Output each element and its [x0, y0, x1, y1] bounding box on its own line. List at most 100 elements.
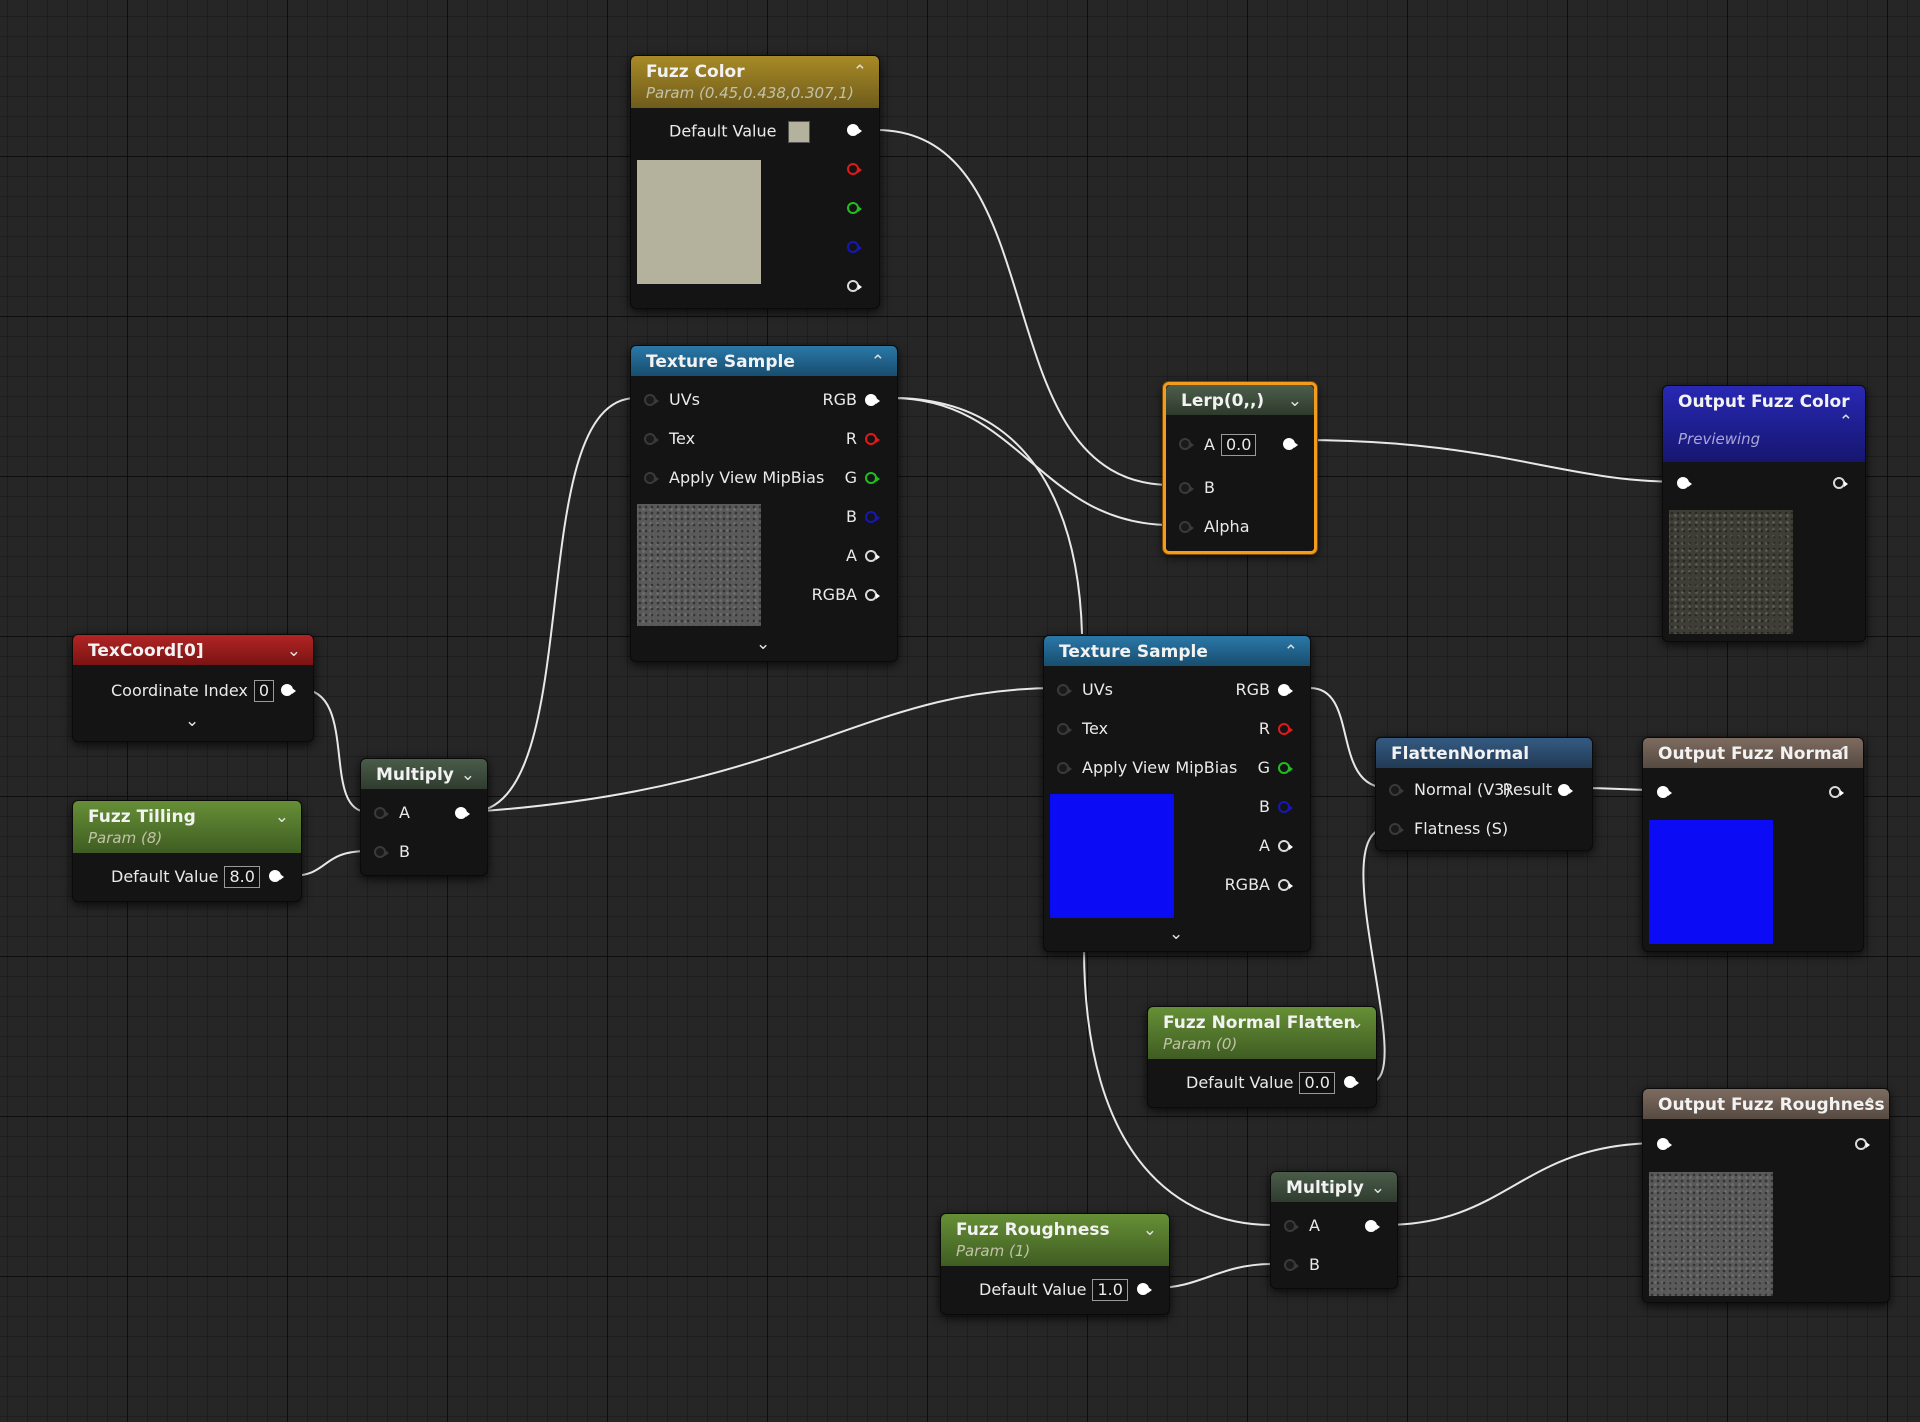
- collapse-chevron-icon[interactable]: ⌃: [852, 62, 867, 82]
- input-pin-mipbias[interactable]: [1057, 762, 1072, 774]
- node-header[interactable]: Output Fuzz Roughness ⌃: [1643, 1089, 1889, 1119]
- output-pin-rgba[interactable]: [1278, 879, 1293, 891]
- node-header[interactable]: Output Fuzz Color Previewing ⌃: [1663, 386, 1865, 462]
- texture-sample-node-1[interactable]: Texture Sample ⌃ UVs Tex Apply View MipB…: [630, 345, 898, 662]
- output-pin-a[interactable]: [865, 550, 880, 562]
- multiply-node-2[interactable]: Multiply ⌄ A B: [1270, 1171, 1398, 1289]
- fuzz-roughness-node[interactable]: Fuzz Roughness Param (1) ⌄ Default Value…: [940, 1213, 1170, 1315]
- input-pin-tex[interactable]: [644, 433, 659, 445]
- output-pin[interactable]: [1137, 1283, 1152, 1295]
- default-value-field[interactable]: 1.0: [1092, 1279, 1128, 1301]
- collapse-chevron-icon[interactable]: ⌄: [460, 765, 475, 785]
- output-fuzz-roughness-node[interactable]: Output Fuzz Roughness ⌃: [1642, 1088, 1890, 1303]
- collapse-chevron-icon[interactable]: ⌃: [870, 352, 885, 372]
- output-pin[interactable]: [281, 684, 296, 696]
- collapse-chevron-icon[interactable]: ⌃: [1836, 744, 1851, 764]
- collapse-chevron-icon[interactable]: ⌃: [1283, 642, 1298, 662]
- output-pin-rgb[interactable]: [865, 394, 880, 406]
- expand-chevron-icon[interactable]: ⌄: [1169, 924, 1184, 944]
- output-pin-b[interactable]: [1278, 801, 1293, 813]
- texture-sample-node-2[interactable]: Texture Sample ⌃ UVs Tex Apply View MipB…: [1043, 635, 1311, 952]
- node-header[interactable]: TexCoord[0] ⌄: [73, 635, 313, 665]
- output-pin[interactable]: [1283, 438, 1298, 450]
- input-label: Flatness (S): [1414, 819, 1509, 838]
- output-fuzz-color-node[interactable]: Output Fuzz Color Previewing ⌃: [1662, 385, 1866, 642]
- input-pin-a[interactable]: [374, 807, 389, 819]
- node-header[interactable]: Multiply ⌄: [361, 759, 487, 789]
- node-header[interactable]: Fuzz Tilling Param (8) ⌄: [73, 801, 301, 853]
- input-pin-alpha[interactable]: [1179, 521, 1194, 533]
- output-pin[interactable]: [1365, 1220, 1380, 1232]
- collapse-chevron-icon[interactable]: ⌃: [1862, 1095, 1877, 1115]
- collapse-chevron-icon[interactable]: ⌄: [286, 641, 301, 661]
- output-pin-r[interactable]: [847, 163, 862, 175]
- a-value-field[interactable]: 0.0: [1220, 434, 1257, 456]
- input-pin-tex[interactable]: [1057, 723, 1072, 735]
- output-pin[interactable]: [269, 870, 284, 882]
- node-header[interactable]: Fuzz Roughness Param (1) ⌄: [941, 1214, 1169, 1266]
- output-pin-r[interactable]: [865, 433, 880, 445]
- collapse-chevron-icon[interactable]: ⌄: [1287, 391, 1302, 411]
- collapse-chevron-icon[interactable]: ⌄: [274, 807, 289, 827]
- node-header[interactable]: Texture Sample ⌃: [1044, 636, 1310, 666]
- output-pin-rgb[interactable]: [1278, 684, 1293, 696]
- output-pin-b[interactable]: [865, 511, 880, 523]
- input-pin[interactable]: [1657, 1138, 1672, 1150]
- fuzz-normal-flatten-node[interactable]: Fuzz Normal Flatten Param (0) ⌄ Default …: [1147, 1006, 1377, 1108]
- node-header[interactable]: Fuzz Normal Flatten Param (0) ⌄: [1148, 1007, 1376, 1059]
- node-header[interactable]: Fuzz Color Param (0.45,0.438,0.307,1) ⌃: [631, 56, 879, 108]
- collapse-chevron-icon[interactable]: ⌄: [1142, 1220, 1157, 1240]
- expand-chevron-icon[interactable]: ⌄: [185, 711, 200, 731]
- output-pin-rgba[interactable]: [865, 589, 880, 601]
- input-pin[interactable]: [1677, 477, 1692, 489]
- output-pin[interactable]: [1833, 477, 1848, 489]
- output-pin-r[interactable]: [1278, 723, 1293, 735]
- output-pin-g[interactable]: [847, 202, 862, 214]
- output-pin-rgba[interactable]: [847, 124, 862, 136]
- coordinate-index-label: Coordinate Index: [111, 681, 248, 700]
- default-value-field[interactable]: 0.0: [1299, 1072, 1335, 1094]
- texcoord-node[interactable]: TexCoord[0] ⌄ Coordinate Index 0 ⌄: [72, 634, 314, 742]
- node-header[interactable]: Texture Sample ⌃: [631, 346, 897, 376]
- input-pin-b[interactable]: [1179, 482, 1194, 494]
- output-pin-g[interactable]: [865, 472, 880, 484]
- node-header[interactable]: Lerp(0,,) ⌄: [1166, 385, 1314, 415]
- input-pin-flatness[interactable]: [1389, 823, 1404, 835]
- output-pin-g[interactable]: [1278, 762, 1293, 774]
- output-pin-result[interactable]: [1558, 784, 1573, 796]
- input-pin-a[interactable]: [1179, 438, 1194, 450]
- output-pin-b[interactable]: [847, 241, 862, 253]
- output-pin[interactable]: [1855, 1138, 1870, 1150]
- coordinate-index-value[interactable]: 0: [253, 680, 275, 702]
- input-pin-mipbias[interactable]: [644, 472, 659, 484]
- output-label: A: [1259, 836, 1270, 855]
- output-pin[interactable]: [1344, 1076, 1359, 1088]
- input-pin-a[interactable]: [1284, 1220, 1299, 1232]
- collapse-chevron-icon[interactable]: ⌃: [1838, 412, 1853, 432]
- fuzz-color-node[interactable]: Fuzz Color Param (0.45,0.438,0.307,1) ⌃ …: [630, 55, 880, 309]
- multiply-node-1[interactable]: Multiply ⌄ A B: [360, 758, 488, 876]
- input-label: A: [1309, 1216, 1320, 1235]
- output-pin-a[interactable]: [1278, 840, 1293, 852]
- default-value-field[interactable]: 8.0: [224, 866, 260, 888]
- output-pin-a[interactable]: [847, 280, 862, 292]
- output-pin[interactable]: [455, 807, 470, 819]
- expand-chevron-icon[interactable]: ⌄: [756, 634, 771, 654]
- color-swatch[interactable]: [787, 121, 810, 143]
- input-pin[interactable]: [1657, 786, 1672, 798]
- output-pin[interactable]: [1829, 786, 1844, 798]
- node-header[interactable]: Multiply ⌄: [1271, 1172, 1397, 1202]
- collapse-chevron-icon[interactable]: ⌄: [1370, 1178, 1385, 1198]
- input-pin-uvs[interactable]: [644, 394, 659, 406]
- input-pin-uvs[interactable]: [1057, 684, 1072, 696]
- node-header[interactable]: Output Fuzz Normal ⌃: [1643, 738, 1863, 768]
- input-pin-normal[interactable]: [1389, 784, 1404, 796]
- flatten-normal-node[interactable]: FlattenNormal Normal (V3) Result Flatnes…: [1375, 737, 1593, 851]
- collapse-chevron-icon[interactable]: ⌄: [1349, 1013, 1364, 1033]
- input-pin-b[interactable]: [374, 846, 389, 858]
- input-pin-b[interactable]: [1284, 1259, 1299, 1271]
- output-fuzz-normal-node[interactable]: Output Fuzz Normal ⌃: [1642, 737, 1864, 952]
- node-header[interactable]: FlattenNormal: [1376, 738, 1592, 768]
